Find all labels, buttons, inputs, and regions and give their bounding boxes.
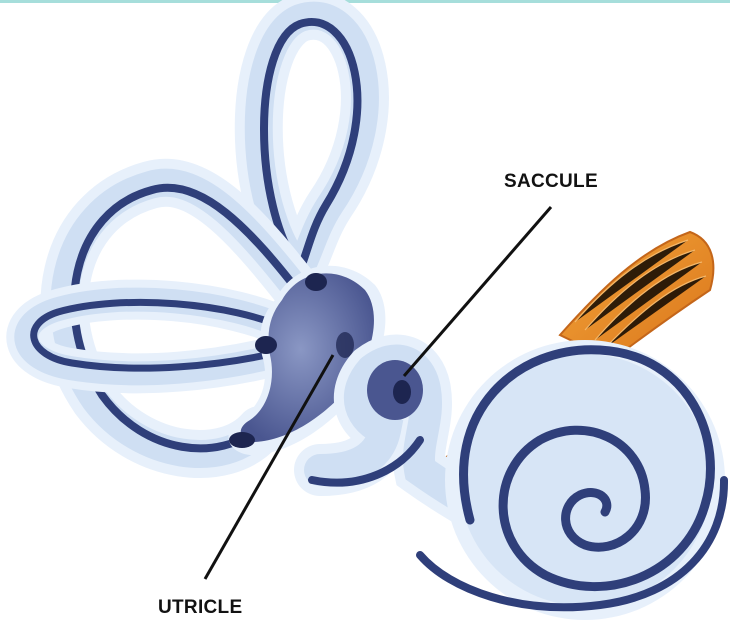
saccule-leader-line (404, 207, 551, 376)
cochlea (420, 340, 725, 620)
utricle-label: UTRICLE (158, 597, 242, 619)
saccule-label: SACCULE (504, 171, 598, 193)
